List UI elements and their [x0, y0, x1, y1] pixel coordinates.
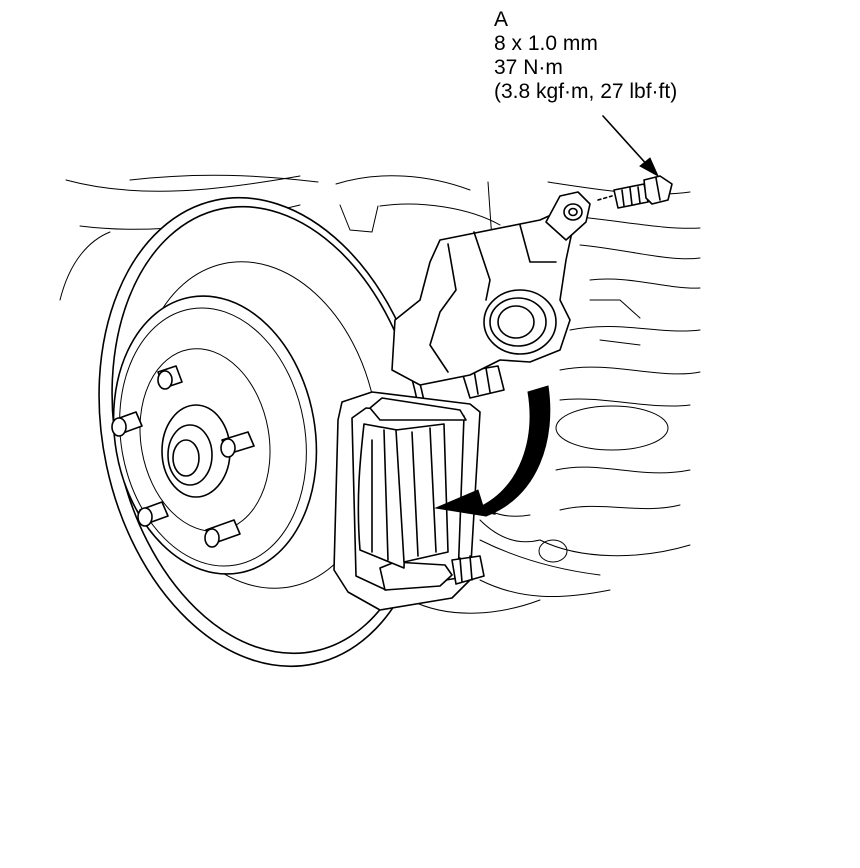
callout-leader-line [602, 115, 660, 178]
suspension-background [59, 174, 701, 614]
caliper-body [391, 191, 591, 386]
callout-torque-alt: (3.8 kgf·m, 27 lbf·ft) [494, 80, 678, 103]
wheel-studs [111, 365, 255, 548]
callout-thread-size: 8 x 1.0 mm [494, 32, 598, 55]
caliper-bolt [597, 175, 673, 209]
brake-pads [357, 423, 449, 569]
torque-callout: A 8 x 1.0 mm 37 N·m (3.8 kgf·m, 27 lbf·f… [494, 8, 677, 104]
rotation-arrow [434, 385, 551, 517]
callout-torque-nm: 37 N·m [494, 56, 563, 79]
callout-part-letter: A [494, 8, 509, 31]
